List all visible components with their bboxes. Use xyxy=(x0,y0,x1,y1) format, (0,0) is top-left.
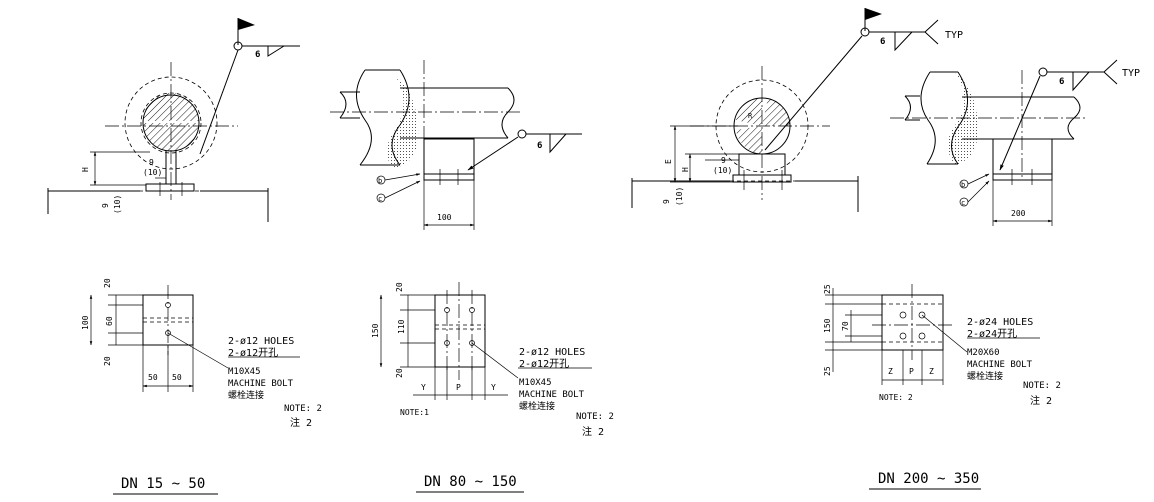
note-small-3: NOTE: 2 xyxy=(879,393,913,402)
bolt-cn-1: 螺栓连接 xyxy=(228,389,264,401)
svg-text:c: c xyxy=(961,199,965,207)
range-label-2: DN 80 ~ 150 xyxy=(424,474,517,490)
bolt-cn-3: 螺栓连接 xyxy=(967,370,1003,382)
plan-w2-1: 50 xyxy=(172,373,182,382)
svg-text:c: c xyxy=(378,195,382,203)
width-3: 200 xyxy=(1011,209,1026,218)
plan-d2-2: 110 xyxy=(397,319,406,334)
note-en-1: NOTE: 2 xyxy=(284,404,322,414)
plan-total-1: 100 xyxy=(81,315,90,330)
holes-cn-1: 2-ø12开孔 xyxy=(228,347,278,359)
plan-view-3: 25 150 70 25 Z P Z NOTE: 2 2-ø24 HOLES 2… xyxy=(823,284,1061,407)
typ-3b: TYP xyxy=(1122,68,1140,79)
flag-icon xyxy=(238,18,255,30)
plan-d3-3: 25 xyxy=(823,366,832,376)
weld-size-3b: 6 xyxy=(1059,77,1064,87)
plan-z1-3: Z xyxy=(888,367,893,376)
field-weld-circle-icon xyxy=(517,129,527,139)
dim-base-gap-1: 9 xyxy=(101,203,110,208)
plan-view-2: 150 20 110 20 Y P Y NOTE:1 2-ø12 HOLES 2… xyxy=(371,282,614,438)
dim-base-gap-ref-1: (10) xyxy=(113,195,122,214)
holes-en-2: 2-ø12 HOLES xyxy=(519,347,585,358)
note-cn-1: 注 2 xyxy=(290,416,312,429)
dim-gap-ref-1: (10) xyxy=(143,168,162,177)
weld-size-3a: 6 xyxy=(880,37,885,47)
plan-view-1: 100 20 60 20 50 50 2-ø12 HOLES 2-ø12开孔 M… xyxy=(81,278,322,429)
dim-r-3: R xyxy=(748,112,753,120)
width-2: 100 xyxy=(437,213,452,222)
plan-p-3: P xyxy=(909,367,914,376)
bolt-size-2: M10X45 xyxy=(519,378,552,388)
dim-base-gap-ref-3: (10) xyxy=(675,187,684,206)
plan-w1-1: 50 xyxy=(148,373,158,382)
bolt-cn-2: 螺栓连接 xyxy=(519,400,555,412)
holes-cn-2: 2-ø12开孔 xyxy=(519,358,569,370)
note-en-3: NOTE: 2 xyxy=(1023,381,1061,391)
detail-dn80-150: 100 b c 6 xyxy=(330,60,614,493)
bolt-size-3: M20X60 xyxy=(967,348,1000,358)
bolt-en-1: MACHINE BOLT xyxy=(228,379,294,389)
plan-d3-1: 20 xyxy=(103,356,112,366)
dim-h-1: H xyxy=(81,167,90,172)
typ-3a: TYP xyxy=(945,30,963,41)
svg-text:b: b xyxy=(378,177,382,185)
plan-y2-2: Y xyxy=(491,383,496,392)
bolt-en-3: MACHINE BOLT xyxy=(967,360,1033,370)
detail-dn15-50: H 9 (10) 9 (10) 6 xyxy=(47,18,322,495)
dim-gap-3: 9 xyxy=(721,156,726,165)
plan-d2-3: 70 xyxy=(841,321,850,331)
dim-base-gap-3: 9 xyxy=(662,199,671,204)
note-cn-2: 注 2 xyxy=(582,425,604,438)
dim-gap-1: 9 xyxy=(149,158,154,167)
elevation-view-3a: R E H 9 (10) 9 (10) xyxy=(631,8,963,212)
dim-gap-ref-3: (10) xyxy=(713,166,732,175)
plan-p-2: P xyxy=(456,383,461,392)
bolt-en-2: MACHINE BOLT xyxy=(519,390,585,400)
dim-h-3: H xyxy=(681,167,690,172)
field-weld-circle-icon xyxy=(1038,67,1048,77)
plan-d1-2: 20 xyxy=(395,282,404,292)
bolt-size-1: M10X45 xyxy=(228,367,261,377)
plan-d1-3: 25 xyxy=(823,284,832,294)
holes-en-3: 2-ø24 HOLES xyxy=(967,317,1033,328)
elevation-view-3b: 200 b c 6 TYP xyxy=(890,59,1140,226)
plan-z2-3: Z xyxy=(929,367,934,376)
plan-total-3: 150 xyxy=(823,318,832,333)
detail-dn200-350: R E H 9 (10) 9 (10) xyxy=(631,8,1140,490)
note-small-2: NOTE:1 xyxy=(400,408,429,417)
note-en-2: NOTE: 2 xyxy=(576,412,614,422)
holes-en-1: 2-ø12 HOLES xyxy=(228,336,294,347)
holes-cn-3: 2-ø24开孔 xyxy=(967,328,1017,340)
dim-e-3: E xyxy=(664,159,673,164)
range-label-1: DN 15 ~ 50 xyxy=(121,476,205,492)
weld-size-2: 6 xyxy=(537,141,542,151)
svg-text:b: b xyxy=(961,181,965,189)
plan-y1-2: Y xyxy=(421,383,426,392)
plan-d1-1: 20 xyxy=(103,278,112,288)
elevation-view-1: H 9 (10) 9 (10) 6 xyxy=(47,18,300,222)
plan-total-2: 150 xyxy=(371,323,380,338)
elevation-view-2: 100 b c 6 xyxy=(330,60,582,230)
plan-d3-2: 20 xyxy=(395,368,404,378)
flag-icon xyxy=(865,8,882,20)
plan-d2-1: 60 xyxy=(105,316,114,326)
weld-size-1: 6 xyxy=(255,50,260,60)
range-label-3: DN 200 ~ 350 xyxy=(878,471,979,487)
note-cn-3: 注 2 xyxy=(1030,394,1052,407)
